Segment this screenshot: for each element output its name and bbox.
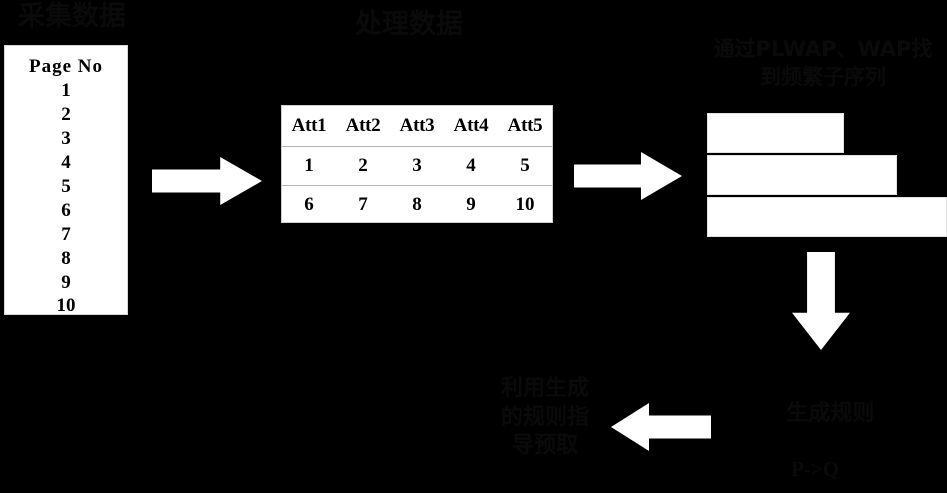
arrow-left-icon <box>611 403 711 451</box>
att-cell: 6 <box>304 194 314 215</box>
table-row: 6 7 8 9 10 <box>282 186 552 225</box>
page-no-value: 6 <box>61 199 71 221</box>
page-no-value: 8 <box>61 247 71 269</box>
page-no-header: Page No <box>28 56 103 77</box>
att-header: Att1 <box>282 106 336 147</box>
att-header: Att3 <box>390 106 444 147</box>
title-frequent-subsequence: 通过PLWAP、WAP找 到频繁子序列 <box>713 37 933 89</box>
att-cell: 9 <box>466 194 476 215</box>
sequence-bar <box>707 113 844 153</box>
title-process-data: 处理数据 <box>355 9 463 40</box>
title-collect-data: 采集数据 <box>18 1 126 32</box>
arrow-down-icon <box>792 252 850 350</box>
att-header: Att4 <box>444 106 498 147</box>
label-prefetch-guidance: 利用生成 的规则指 导预取 <box>500 376 589 459</box>
page-no-value: 3 <box>61 127 71 149</box>
sequence-bar <box>707 197 947 237</box>
rule-line: P->Q <box>790 457 840 482</box>
table-header-row: Att1 Att2 Att3 Att4 Att5 <box>282 106 552 147</box>
page-no-value: 1 <box>61 80 71 101</box>
attribute-table: Att1 Att2 Att3 Att4 Att5 1 2 3 4 5 6 7 <box>281 105 553 223</box>
arrow-right-icon <box>574 152 682 200</box>
page-no-value: 9 <box>61 271 71 293</box>
att-cell: 7 <box>358 194 368 215</box>
att-cell: 1 <box>282 146 336 186</box>
att-header: Att2 <box>336 106 390 147</box>
att-cell: 2 <box>336 146 390 186</box>
att-cell: 5 <box>498 146 552 186</box>
rules-heading: 生成规则 <box>786 401 875 427</box>
page-no-value: 7 <box>61 223 71 245</box>
page-no-table: Page No 1 2 3 4 5 6 7 8 9 10 <box>4 45 128 317</box>
att-cell: 4 <box>444 146 498 186</box>
att-cell: 3 <box>390 146 444 186</box>
att-cell: 10 <box>515 194 535 215</box>
page-no-value: 5 <box>61 175 71 197</box>
sequence-bar <box>707 155 897 195</box>
rules-block: 生成规则 P->Q P->Q, R ooo ooo <box>735 372 895 493</box>
arrow-right-icon <box>152 157 262 205</box>
page-no-value: 4 <box>61 151 71 173</box>
page-no-value: 10 <box>56 295 76 317</box>
att-cell: 8 <box>412 194 422 215</box>
page-no-value: 2 <box>61 103 71 125</box>
att-header: Att5 <box>498 106 552 147</box>
table-row: 1 2 3 4 5 <box>282 146 552 186</box>
